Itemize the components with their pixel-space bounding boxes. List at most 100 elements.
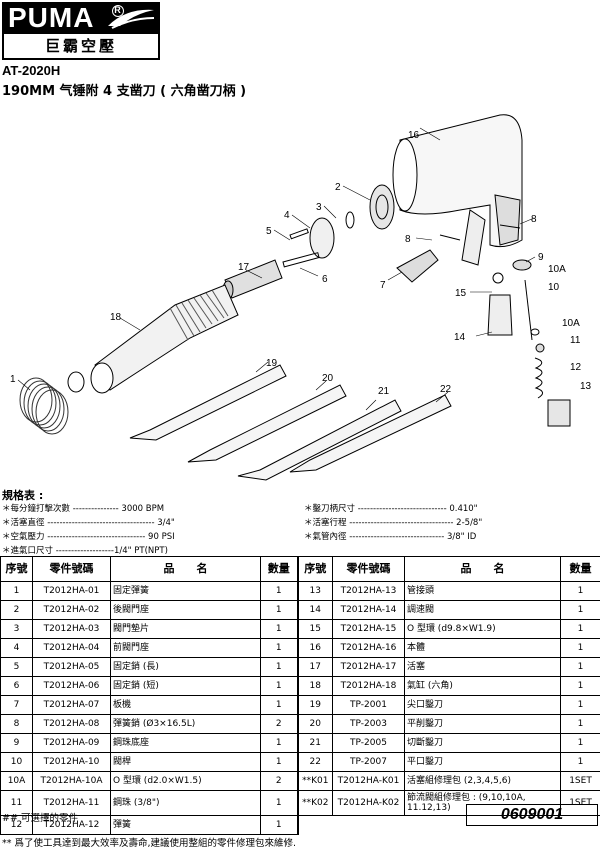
- cell-qty: 1SET: [560, 771, 600, 791]
- callout-17: 17: [238, 262, 250, 273]
- cell-qty: 1: [260, 790, 298, 816]
- cell-no: 4: [0, 638, 33, 658]
- table-row: 6 T2012HA-06 固定銷 (短) 1 18 T2012HA-18 氣缸 …: [0, 676, 600, 696]
- cell-description: 鋼珠 (3/8"): [110, 790, 261, 816]
- cell-no: **K02: [296, 790, 333, 816]
- cell-part-number: T2012HA-08: [32, 714, 111, 734]
- cell-description: 閥桿: [110, 752, 261, 772]
- cell-no: 22: [296, 752, 333, 772]
- header-no: 序號: [0, 556, 33, 582]
- callout-10: 10: [548, 282, 560, 293]
- cell-part-number: T2012HA-14: [332, 600, 405, 620]
- cell-part-number: TP-2005: [332, 733, 405, 753]
- callout-14: 14: [454, 332, 466, 343]
- table-row: 5 T2012HA-05 固定銷 (長) 1 17 T2012HA-17 活塞 …: [0, 657, 600, 677]
- cell-qty: 1: [260, 752, 298, 772]
- cell-no: 6: [0, 676, 33, 696]
- spec-hose-id: ＊氣管內徑 ------------------------------- 3/…: [304, 532, 477, 542]
- spec-air-pressure: ＊空氣壓力 -------------------------------- 9…: [2, 532, 175, 542]
- cell-part-number: T2012HA-07: [32, 695, 111, 715]
- callout-22: 22: [440, 384, 452, 395]
- swoosh-icon: [108, 9, 155, 29]
- cell-description: 本體: [404, 638, 561, 658]
- spec-air-inlet: ＊進氣口尺寸 -------------------1/4" PT(NPT): [2, 546, 168, 556]
- cell-no: 1: [0, 581, 33, 601]
- callout-18: 18: [110, 312, 122, 323]
- cell-qty: 1: [260, 600, 298, 620]
- cell-description: 活塞: [404, 657, 561, 677]
- callout-13: 13: [580, 381, 592, 392]
- cell-qty: 1: [260, 638, 298, 658]
- cell-no: 13: [296, 581, 333, 601]
- callout-10a-bottom: 10A: [562, 318, 580, 329]
- cell-qty: 1: [560, 752, 600, 772]
- cell-description: 固定銷 (長): [110, 657, 261, 677]
- cell-no: 15: [296, 619, 333, 639]
- cell-qty: 1: [560, 581, 600, 601]
- cell-description: 後閥門座: [110, 600, 261, 620]
- cell-part-number: T2012HA-10: [32, 752, 111, 772]
- cell-part-number: T2012HA-17: [332, 657, 405, 677]
- body-part: [392, 114, 523, 266]
- callout-5: 6: [322, 274, 328, 285]
- table-row: 10A T2012HA-10A O 型環 (d2.0×W1.5) 2 **K01…: [0, 771, 600, 791]
- cell-no: 3: [0, 619, 33, 639]
- callout-8a: 8: [405, 234, 411, 245]
- cell-no: 16: [296, 638, 333, 658]
- cell-qty: 1: [260, 815, 298, 835]
- cell-description: 鋼珠底座: [110, 733, 261, 753]
- table-row: 2 T2012HA-02 後閥門座 1 14 T2012HA-14 調速閥 1: [0, 600, 600, 620]
- cell-part-number: T2012HA-K02: [332, 790, 405, 816]
- cell-description: 閥門墊片: [110, 619, 261, 639]
- cell-part-number: T2012HA-06: [32, 676, 111, 696]
- cell-qty: 1SET: [560, 790, 600, 816]
- cell-qty: 1: [560, 600, 600, 620]
- cell-qty: 2: [260, 714, 298, 734]
- cell-no: 17: [296, 657, 333, 677]
- cell-part-number: T2012HA-02: [32, 600, 111, 620]
- spec-piston-stroke: ＊活塞行程 ----------------------------------…: [304, 518, 483, 528]
- cell-part-number: TP-2003: [332, 714, 405, 734]
- callout-11: 11: [570, 335, 581, 346]
- spec-shank-size: ＊鑿刀柄尺寸 ----------------------------- 0.4…: [304, 504, 478, 514]
- table-row: 10 T2012HA-10 閥桿 1 22 TP-2007 平口鑿刀 1: [0, 752, 600, 772]
- cell-part-number: T2012HA-15: [332, 619, 405, 639]
- cell-description: 固定彈簧: [110, 581, 261, 601]
- cell-qty: 1: [560, 695, 600, 715]
- header-part-number-2: 零件號碼: [332, 556, 405, 582]
- cell-description: 彈簧銷 (Ø3×16.5L): [110, 714, 261, 734]
- cell-description: 切斷鑿刀: [404, 733, 561, 753]
- table-row: 9 T2012HA-09 鋼珠底座 1 21 TP-2005 切斷鑿刀 1: [0, 733, 600, 753]
- callout-6: 5: [266, 226, 272, 237]
- table-header-row: 序號 零件號碼 品 名 數量 序號 零件號碼 品 名 數量: [0, 556, 600, 582]
- brand-name: PUMA: [8, 2, 95, 33]
- document-number: 0609001: [466, 804, 598, 826]
- cell-description: 前閥門座: [110, 638, 261, 658]
- cell-qty: 1: [560, 657, 600, 677]
- table-row: 1 T2012HA-01 固定彈簧 1 13 T2012HA-13 管接頭 1: [0, 581, 600, 601]
- cell-no: 20: [296, 714, 333, 734]
- spec-title: 規格表 :: [2, 489, 44, 502]
- cell-no: 7: [0, 695, 33, 715]
- cell-part-number: T2012HA-04: [32, 638, 111, 658]
- cell-no: **K01: [296, 771, 333, 791]
- cell-no: 2: [0, 600, 33, 620]
- cell-qty: 1: [560, 733, 600, 753]
- callout-1: 1: [10, 374, 16, 385]
- table-row: 3 T2012HA-03 閥門墊片 1 15 T2012HA-15 O 型環 (…: [0, 619, 600, 639]
- cell-qty: 1: [260, 657, 298, 677]
- optional-parts-note: ## 可選擇的零件: [2, 813, 78, 824]
- cell-no: 19: [296, 695, 333, 715]
- registered-mark: R: [112, 5, 124, 17]
- cell-description: 活塞組修理包 (2,3,4,5,6): [404, 771, 561, 791]
- brand-logo: PUMA R 巨霸空壓: [2, 2, 160, 60]
- cell-qty: 1: [560, 714, 600, 734]
- cell-part-number: T2012HA-K01: [332, 771, 405, 791]
- header-no-2: 序號: [296, 556, 333, 582]
- callout-19: 19: [266, 358, 278, 369]
- callout-20: 20: [322, 373, 334, 384]
- table-row: 8 T2012HA-08 彈簧銷 (Ø3×16.5L) 2 20 TP-2003…: [0, 714, 600, 734]
- cell-description: 管接頭: [404, 581, 561, 601]
- cell-description: O 型環 (d2.0×W1.5): [110, 771, 261, 791]
- cell-part-number: TP-2001: [332, 695, 405, 715]
